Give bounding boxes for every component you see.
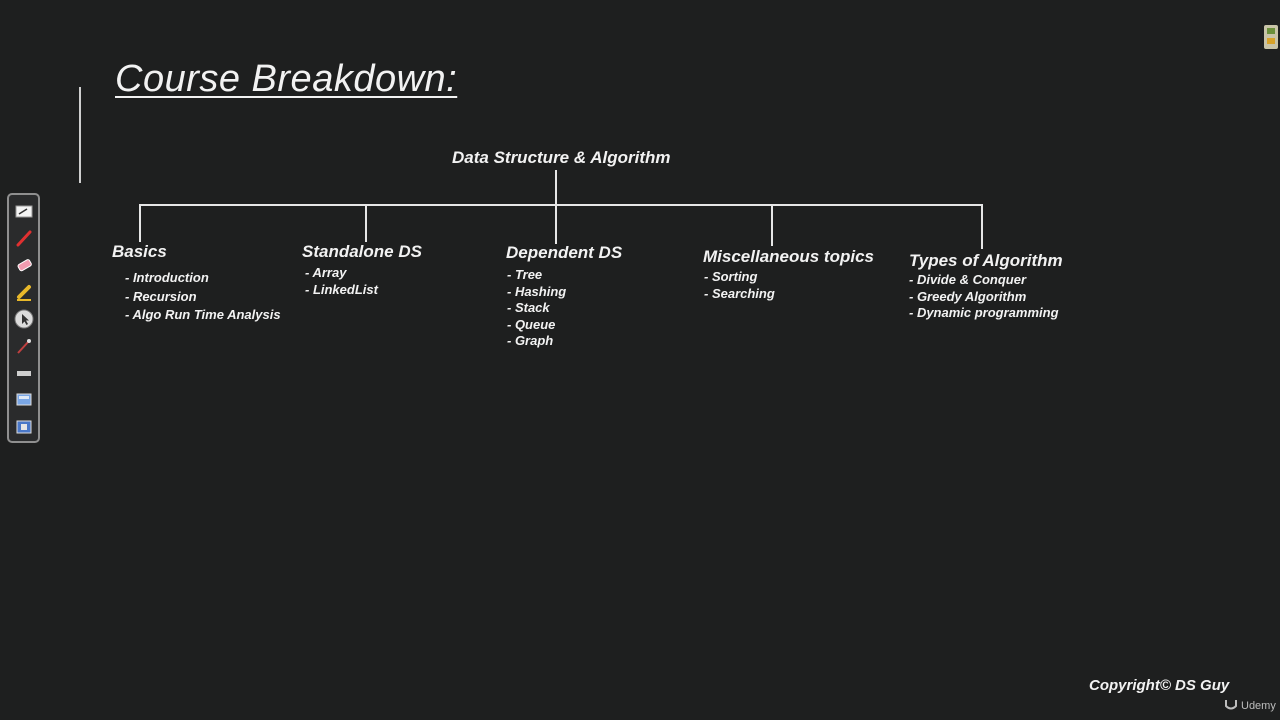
capture-icon[interactable]: [14, 417, 34, 437]
text-cursor: [79, 87, 81, 183]
list-item: - Greedy Algorithm: [909, 288, 1027, 304]
line-icon[interactable]: [14, 363, 34, 383]
list-item: - Recursion: [125, 288, 197, 304]
pen-icon[interactable]: [14, 228, 34, 248]
brand-watermark: Udemy: [1224, 697, 1276, 714]
branch-title: Basics: [112, 242, 167, 261]
list-item: - Algo Run Time Analysis: [125, 307, 281, 322]
list-item: - Sorting: [704, 269, 758, 284]
branch-standalone-ds: Standalone DS - Array - LinkedList: [302, 242, 422, 298]
list-item: - Introduction: [125, 270, 209, 285]
list-item: - Tree: [507, 267, 543, 282]
udemy-logo-icon: [1224, 697, 1238, 714]
list-item: - Hashing: [507, 283, 567, 299]
brand-name: Udemy: [1241, 699, 1276, 712]
corner-widget[interactable]: [1264, 25, 1278, 49]
list-item: - LinkedList: [305, 281, 378, 297]
page-title: Course Breakdown:: [115, 58, 458, 100]
branch-basics: Basics - Introduction - Recursion - Algo…: [112, 242, 281, 325]
branch-algorithm-types: Types of Algorithm - Divide & Conquer - …: [909, 251, 1063, 322]
copyright-text: Copyright© DS Guy: [1089, 677, 1230, 694]
brush-icon[interactable]: [14, 336, 34, 356]
list-item: - Queue: [507, 316, 556, 332]
branch-dependent-ds: Dependent DS - Tree - Hashing - Stack - …: [506, 243, 622, 350]
list-item: - Searching: [704, 285, 775, 301]
list-item: - Graph: [507, 333, 554, 348]
branch-miscellaneous: Miscellaneous topics - Sorting - Searchi…: [703, 247, 874, 302]
pointer-icon[interactable]: [14, 309, 34, 329]
eraser-icon[interactable]: [14, 255, 34, 275]
list-item: - Dynamic programming: [909, 305, 1059, 320]
list-item: - Divide & Conquer: [909, 272, 1027, 287]
branch-title: Types of Algorithm: [909, 251, 1063, 270]
whiteboard-icon[interactable]: [14, 201, 34, 221]
diagram-root-label: Data Structure & Algorithm: [452, 148, 671, 167]
branch-title: Dependent DS: [506, 243, 623, 262]
list-item: - Array: [305, 265, 347, 280]
branch-title: Miscellaneous topics: [703, 247, 874, 266]
screen-icon[interactable]: [14, 390, 34, 410]
branch-title: Standalone DS: [302, 242, 422, 261]
list-item: - Stack: [507, 300, 550, 315]
highlighter-icon[interactable]: [14, 282, 34, 302]
annotation-toolbar: [7, 193, 40, 443]
